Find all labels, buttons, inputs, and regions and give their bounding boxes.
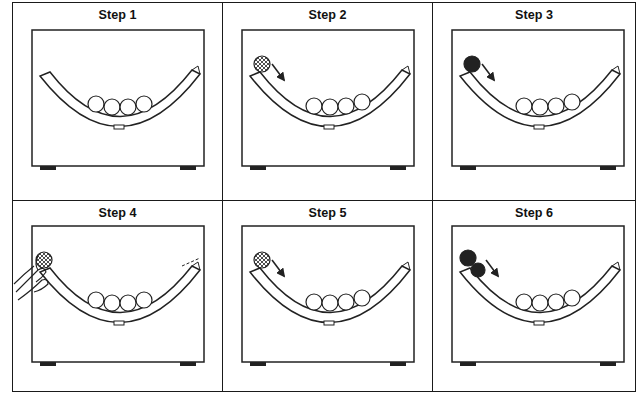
step-title: Step 2 [223, 7, 432, 23]
step-panel: Step 1 [12, 2, 223, 201]
step3-figure [452, 30, 624, 170]
step6-figure [452, 226, 624, 366]
step-title: Step 1 [13, 7, 222, 23]
step-title: Step 5 [223, 205, 432, 221]
hand [14, 256, 48, 300]
step-panel: Step 2 [222, 2, 433, 201]
step5-figure [242, 226, 414, 366]
step-panel: Step 4 [12, 200, 223, 392]
step-panel: Step 6 [432, 200, 636, 392]
step-title: Step 3 [433, 7, 635, 23]
step-title: Step 6 [433, 205, 635, 221]
step-panel: Step 5 [222, 200, 433, 392]
step-panel: Step 3 [432, 2, 636, 201]
step-title: Step 4 [13, 205, 222, 221]
step4-figure [14, 226, 204, 366]
step2-figure [242, 30, 414, 170]
step1-figure [32, 30, 204, 170]
